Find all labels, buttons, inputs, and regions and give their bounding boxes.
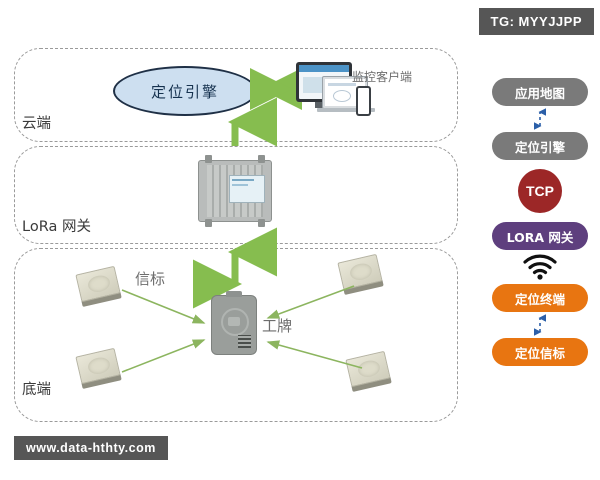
legend-label-app-map: 应用地图	[514, 85, 565, 101]
legend-stack: 应用地图 定位引擎 TCP L	[488, 78, 592, 366]
legend-item-position-engine[interactable]: 定位引擎	[492, 132, 588, 160]
legend-item-tcp[interactable]: TCP	[518, 169, 562, 213]
dotted-double-arrow-icon-2	[534, 313, 546, 337]
lora-gateway-device	[198, 155, 272, 227]
legend-item-position-terminal[interactable]: 定位终端	[492, 284, 588, 312]
legend-label-tcp: TCP	[526, 183, 554, 199]
zone-cloud-label: 云端	[22, 116, 51, 132]
positioning-engine-label: 定位引擎	[150, 82, 219, 101]
positioning-engine-node: 定位引擎	[113, 66, 257, 116]
wifi-icon	[523, 254, 557, 280]
legend-label-position-terminal: 定位终端	[514, 291, 565, 307]
phone-icon	[356, 86, 371, 116]
arrow-gateway-tag	[193, 227, 277, 309]
legend-connector-1	[488, 106, 592, 132]
arrow-gateway-to-cloud	[228, 97, 277, 147]
legend-label-position-engine: 定位引擎	[514, 139, 565, 155]
legend-item-lora-gateway[interactable]: LORA 网关	[492, 222, 588, 250]
dotted-double-arrow-icon	[534, 107, 546, 131]
telegram-watermark: TG: MYYJJPP	[478, 8, 594, 35]
tag-label: 工牌	[262, 317, 293, 335]
zone-gateway-label: LoRa 网关	[22, 219, 91, 235]
legend-label-lora-gateway: LORA 网关	[506, 229, 574, 245]
legend-item-position-beacon[interactable]: 定位信标	[492, 338, 588, 366]
monitor-client-device	[296, 62, 376, 118]
arrow-engine-client	[250, 68, 302, 110]
legend-item-app-map[interactable]: 应用地图	[492, 78, 588, 106]
employee-tag-device	[211, 291, 257, 355]
legend-connector-2	[488, 312, 592, 338]
client-label: 监控客户端	[352, 70, 413, 84]
legend-label-position-beacon: 定位信标	[514, 345, 565, 361]
zone-edge-label: 底端	[22, 382, 51, 398]
site-watermark: www.data-hthty.com	[14, 436, 168, 460]
arrow-beacons-to-tag	[121, 285, 363, 373]
beacon-label: 信标	[135, 270, 166, 288]
legend-wireless-link	[488, 250, 592, 284]
